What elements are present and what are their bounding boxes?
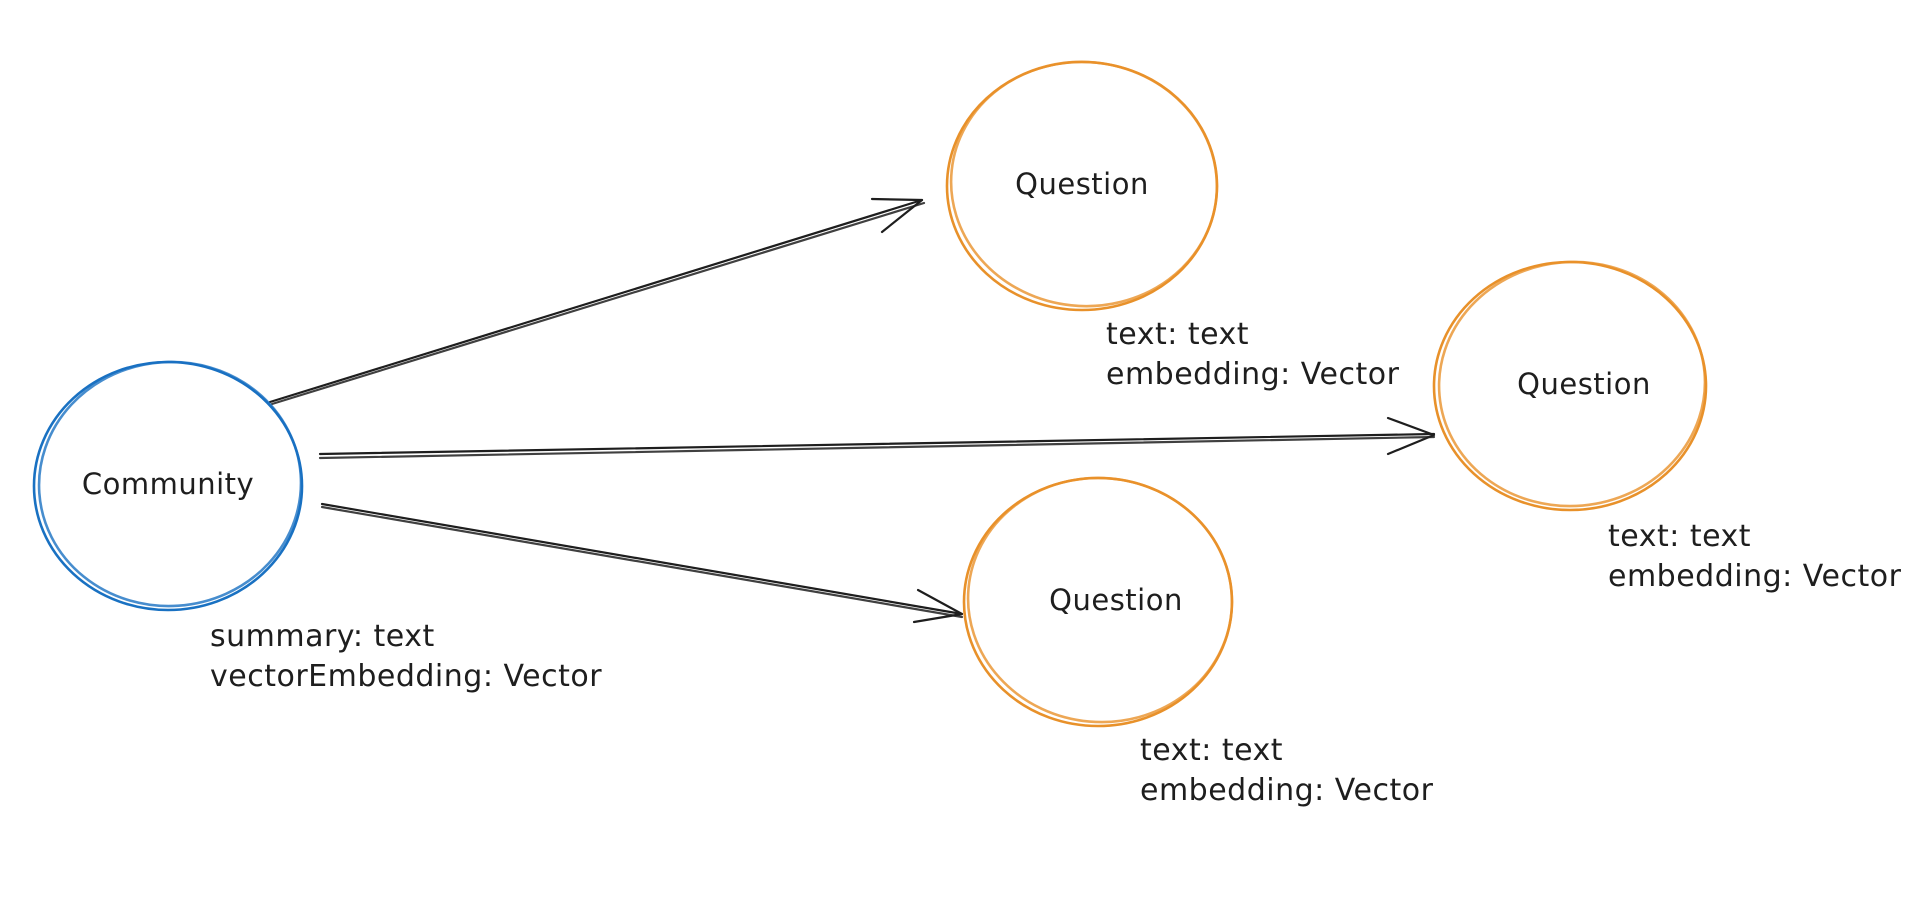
arrowhead-icon xyxy=(870,197,924,234)
community-node: Community xyxy=(32,360,304,612)
question-right-properties: text: text embedding: Vector xyxy=(1608,519,1902,594)
edge-line xyxy=(320,502,964,616)
question-prop-embedding: embedding: Vector xyxy=(1608,559,1902,594)
question-label: Question xyxy=(1049,583,1183,617)
question-prop-embedding: embedding: Vector xyxy=(1106,357,1400,392)
question-prop-text: text: text xyxy=(1140,733,1283,768)
edge-community-to-question-top xyxy=(268,197,926,406)
community-properties: summary: text vectorEmbedding: Vector xyxy=(210,619,602,694)
edge-line xyxy=(318,432,1436,456)
question-node-bottom: Question xyxy=(962,476,1234,728)
question-prop-text: text: text xyxy=(1106,317,1249,352)
question-node-right: Question xyxy=(1432,260,1708,512)
edge-line-sketch xyxy=(318,435,1436,460)
question-prop-text: text: text xyxy=(1608,519,1751,554)
arrowhead-icon xyxy=(912,588,964,624)
question-label: Question xyxy=(1517,367,1651,401)
question-circle-sketch xyxy=(966,476,1234,724)
edge-line-sketch xyxy=(270,201,926,406)
question-bottom-properties: text: text embedding: Vector xyxy=(1140,733,1434,808)
question-top-properties: text: text embedding: Vector xyxy=(1106,317,1400,392)
arrowhead-icon xyxy=(1386,416,1436,456)
community-label: Community xyxy=(82,467,254,501)
question-prop-embedding: embedding: Vector xyxy=(1140,773,1434,808)
question-circle-sketch xyxy=(1437,260,1707,508)
community-prop-summary: summary: text xyxy=(210,619,435,654)
community-prop-embedding: vectorEmbedding: Vector xyxy=(210,659,602,694)
edge-line xyxy=(268,198,924,404)
question-label: Question xyxy=(1015,167,1149,201)
question-node-top: Question xyxy=(945,60,1219,312)
edge-line-sketch xyxy=(320,505,964,619)
edge-community-to-question-bottom xyxy=(320,502,964,624)
question-circle-sketch xyxy=(949,60,1219,308)
edge-community-to-question-right xyxy=(318,416,1436,460)
community-circle-sketch xyxy=(37,360,303,608)
